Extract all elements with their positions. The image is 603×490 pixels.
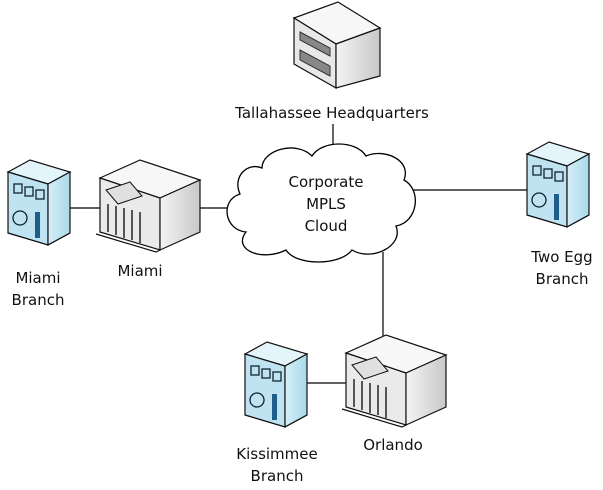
bank-building-icon-orlando xyxy=(341,334,447,428)
miami-label: Miami xyxy=(117,262,163,280)
branch-building-icon-twoegg xyxy=(526,141,590,228)
hq-label: Tallahassee Headquarters xyxy=(235,104,429,122)
orlando-label: Orlando xyxy=(363,436,423,454)
miami-branch-label-line-2: Branch xyxy=(11,291,65,309)
cloud-label-line-1: Corporate xyxy=(288,173,364,191)
cloud-label-line-3: Cloud xyxy=(304,217,348,235)
office-building-icon xyxy=(293,1,381,89)
two-egg-label-line-1: Two Egg xyxy=(531,248,593,266)
cloud-label-line-2: MPLS xyxy=(306,195,346,213)
two-egg-branch-label: Two Egg Branch xyxy=(531,246,592,290)
kissimmee-label-line-2: Branch xyxy=(250,467,304,485)
kissimmee-branch-label: Kissimmee Branch xyxy=(236,443,317,487)
connection-lines xyxy=(70,124,527,384)
miami-branch-label-line-1: Miami xyxy=(15,269,61,287)
branch-building-icon-kissimmee xyxy=(244,341,308,428)
miami-branch-label: Miami Branch xyxy=(12,267,65,311)
cloud-label: Corporate MPLS Cloud xyxy=(289,171,364,237)
kissimmee-label-line-1: Kissimmee xyxy=(236,445,318,463)
bank-building-icon-miami xyxy=(95,159,201,253)
two-egg-label-line-2: Branch xyxy=(535,270,589,288)
cloud-icon xyxy=(226,143,416,263)
branch-building-icon-miami xyxy=(7,159,71,246)
